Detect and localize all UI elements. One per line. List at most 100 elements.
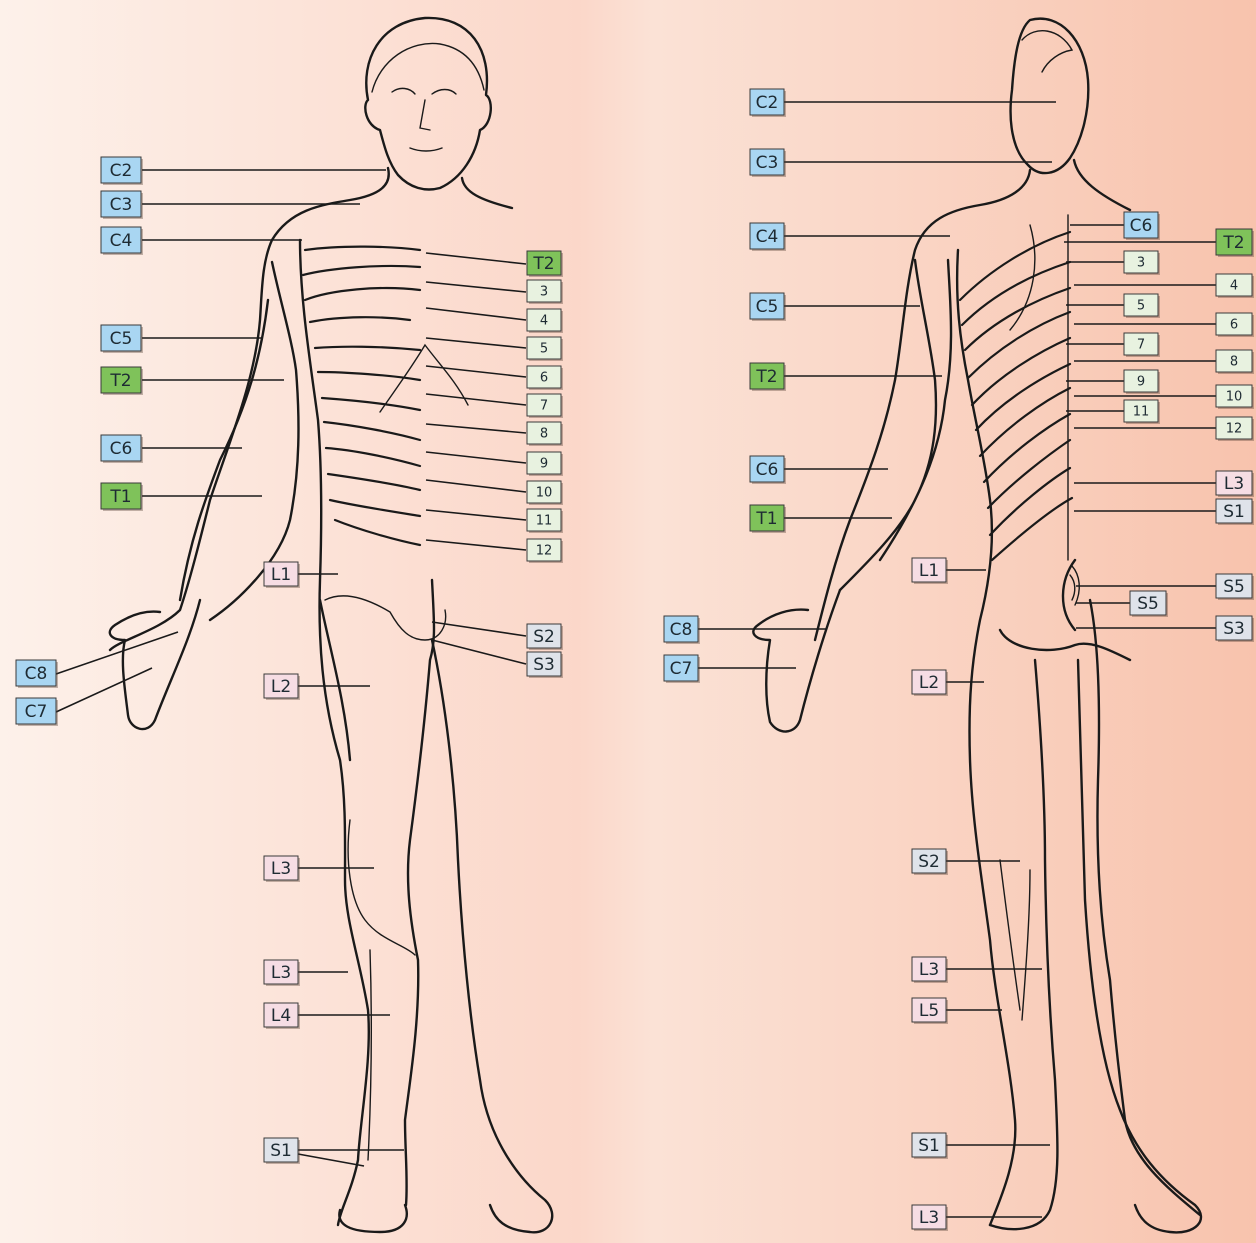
back-label-tag-s2: S2 [912,849,948,875]
back-label-tag-c6: C6 [750,456,786,484]
front-body-figure [110,18,552,1232]
back-label-text: C7 [670,659,693,679]
front-label-text: C6 [110,439,133,459]
back-label-tag-c5: C5 [750,293,786,321]
back-label-text: L1 [919,561,939,581]
back-label-text: S1 [918,1136,940,1156]
front-label-tag-c8: C8 [16,660,58,688]
front-label-text: 4 [540,314,548,329]
front-label-text: 8 [540,427,548,442]
front-label-tag-7: 7 [527,394,563,418]
front-label-tag-l1: L1 [264,562,300,588]
front-label-tag-4: 4 [527,309,563,333]
back-label-text: T1 [755,509,777,529]
front-label-tag-5: 5 [527,337,563,361]
front-label-text: C4 [110,231,133,251]
back-dermatome-bands [960,232,1072,560]
back-label-text: 12 [1226,422,1243,437]
back-label-text: 9 [1137,375,1145,390]
back-label-text: C6 [1130,216,1153,236]
front-label-text: 3 [540,285,548,300]
back-label-tag-8: 8 [1216,350,1254,374]
back-label-text: 5 [1137,299,1145,314]
back-label-text: S5 [1137,594,1159,614]
back-calf-detail [1000,860,1030,1020]
front-label-text: 5 [540,342,548,357]
front-label-tag-c6: C6 [101,435,143,463]
back-label-tag-l1: L1 [912,558,948,584]
back-label-text: 4 [1230,279,1238,294]
front-hair-line [372,43,484,92]
back-label-text: C3 [756,153,779,173]
front-groin [325,596,446,640]
back-label-tag-c2: C2 [750,89,786,117]
back-label-tag-t1: T1 [750,505,786,533]
back-label-tag-9: 9 [1124,370,1160,394]
front-label-tag-9: 9 [527,452,563,476]
back-label-text: S2 [918,852,940,872]
back-label-tag-5: 5 [1124,294,1160,318]
front-label-tag-t1: T1 [101,483,143,511]
back-label-tag-t2: T2 [1216,229,1254,257]
back-label-tag-s1: S1 [912,1133,948,1159]
front-label-tag-s1: S1 [264,1138,300,1164]
back-label-tag-s5: S5 [1130,591,1168,617]
back-label-tag-t2: T2 [750,363,786,391]
back-label-tag-c8: C8 [664,616,700,644]
front-label-text: L3 [271,859,291,879]
back-label-tag-l3: L3 [912,957,948,983]
back-label-tag-7: 7 [1124,333,1160,357]
front-hand [110,600,200,729]
front-label-tag-10: 10 [527,481,563,505]
back-label-tag-l5: L5 [912,998,948,1024]
back-label-tag-c3: C3 [750,149,786,177]
front-label-tag-l2: L2 [264,674,300,700]
back-label-tag-l3: L3 [1216,471,1254,497]
back-label-text: 8 [1230,355,1238,370]
front-nose-mouth [410,100,442,151]
back-label-tag-c4: C4 [750,223,786,251]
front-eyes [392,88,456,94]
back-hair [1022,31,1072,72]
back-label-tag-3: 3 [1124,251,1160,275]
front-label-text: S2 [533,627,555,647]
front-chest-detail [380,345,468,412]
front-label-tag-l3: L3 [264,856,300,882]
back-label-text: L3 [919,1208,939,1228]
back-label-tag-l3: L3 [912,1205,948,1231]
front-label-text: C3 [110,195,133,215]
front-label-text: 9 [540,457,548,472]
front-label-tag-l4: L4 [264,1003,300,1029]
back-label-text: S5 [1223,577,1245,597]
back-label-text: C4 [756,227,779,247]
front-dermatome-labels: C2C3C4C5T2C6T1C8C7T23456789101112L1S2S3L… [16,157,563,1164]
front-label-tag-c3: C3 [101,191,143,219]
back-dermatome-labels: C2C3C4C5T2C6T1C8C7L1L2S2L3L5S1L3C6T23456… [664,89,1254,1231]
back-label-text: 7 [1137,338,1145,353]
back-label-text: C5 [756,297,779,317]
front-torso-outline [300,240,434,1225]
back-label-tag-c6: C6 [1124,212,1160,240]
front-label-text: 6 [540,371,548,386]
back-body-figure [753,19,1201,1233]
front-label-tag-c7: C7 [16,698,58,726]
front-label-text: S1 [270,1141,292,1161]
front-label-text: 11 [536,514,553,529]
front-label-text: 7 [540,399,548,414]
back-label-tag-6: 6 [1216,313,1254,337]
front-label-text: C8 [25,664,48,684]
front-label-text: C2 [110,161,133,181]
front-label-tag-11: 11 [527,509,563,533]
back-label-tag-l2: L2 [912,670,948,696]
front-label-text: L4 [271,1006,291,1026]
back-label-text: S1 [1223,502,1245,522]
back-label-tag-11: 11 [1124,400,1160,424]
front-label-tag-6: 6 [527,366,563,390]
back-label-text: C2 [756,93,779,113]
back-label-text: T2 [755,367,777,387]
back-label-text: T2 [1222,233,1244,253]
back-label-tag-4: 4 [1216,274,1254,298]
back-label-text: L2 [919,673,939,693]
front-label-text: L1 [271,565,291,585]
front-legs [320,600,552,1232]
